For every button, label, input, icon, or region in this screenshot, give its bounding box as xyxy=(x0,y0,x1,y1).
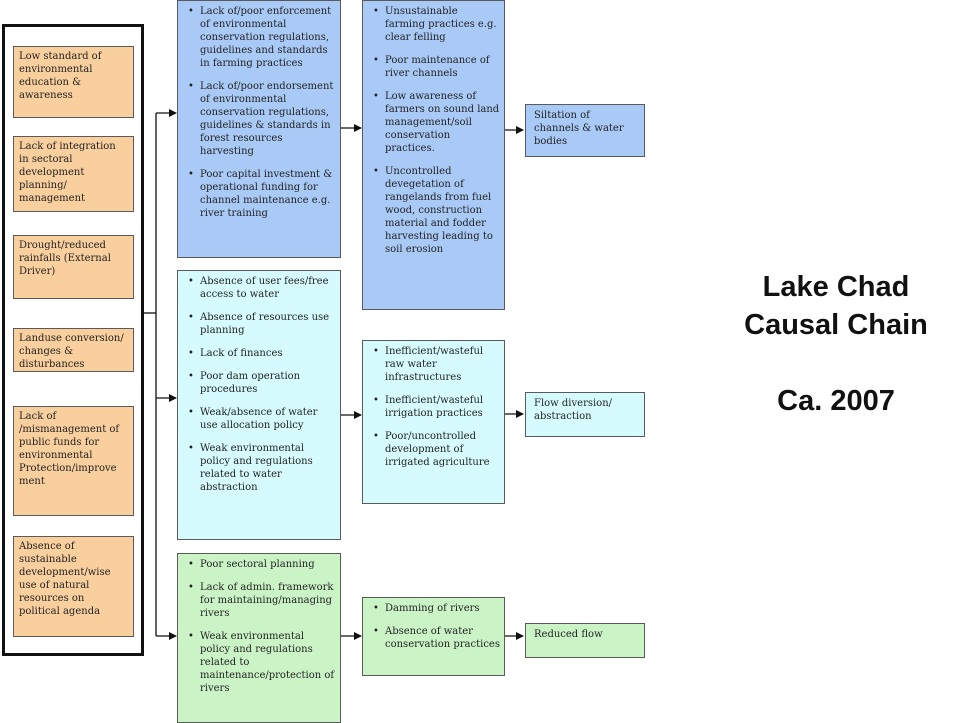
cause-item: Poor/uncontrolled development of irrigat… xyxy=(373,430,500,469)
title-line-2: Causal Chain xyxy=(744,309,928,341)
root-causes-frame xyxy=(2,24,144,656)
underlying-causes-group-2: Absence of user fees/free access to wate… xyxy=(177,270,341,540)
cause-item: Unsustainable farming practices e.g. cle… xyxy=(373,5,500,44)
cause-item: Absence of water conservation practices xyxy=(373,625,500,651)
cause-item: Weak/absence of water use allocation pol… xyxy=(188,406,336,432)
diagram-title: Lake Chad Causal Chain Ca. 2007 xyxy=(718,268,954,420)
cause-item: Lack of finances xyxy=(188,347,336,360)
title-line-1: Lake Chad xyxy=(762,271,910,303)
immediate-causes-group-3: Damming of rivers Absence of water conse… xyxy=(362,597,505,676)
impact-box: Siltation of channels & water bodies xyxy=(525,104,645,157)
cause-item: Uncontrolled devegetation of rangelands … xyxy=(373,165,500,256)
cause-item: Poor maintenance of river channels xyxy=(373,54,500,80)
underlying-causes-group-3: Poor sectoral planning Lack of admin. fr… xyxy=(177,553,341,723)
impact-box: Reduced flow xyxy=(525,623,645,658)
cause-item: Absence of resources use planning xyxy=(188,311,336,337)
root-cause-box: Drought/reduced rainfalls (External Driv… xyxy=(13,235,134,299)
root-cause-box: Low standard of environmental education … xyxy=(13,46,134,118)
root-cause-box: Lack of /mismanagement of public funds f… xyxy=(13,406,134,516)
impact-box: Flow diversion/ abstraction xyxy=(525,392,645,437)
cause-item: Low awareness of farmers on sound land m… xyxy=(373,90,500,155)
root-cause-box: Landuse conversion/ changes & disturbanc… xyxy=(13,328,134,372)
cause-item: Lack of/poor endorsement of environmenta… xyxy=(188,80,336,158)
root-cause-box: Absence of sustainable development/wise … xyxy=(13,536,134,637)
cause-item: Absence of user fees/free access to wate… xyxy=(188,275,336,301)
cause-item: Poor sectoral planning xyxy=(188,558,336,571)
underlying-causes-group-1: Lack of/poor enforcement of environmenta… xyxy=(177,0,341,258)
cause-item: Inefficient/wasteful irrigation practice… xyxy=(373,394,500,420)
immediate-causes-group-1: Unsustainable farming practices e.g. cle… xyxy=(362,0,505,310)
title-line-3: Ca. 2007 xyxy=(777,385,895,417)
immediate-causes-group-2: Inefficient/wasteful raw water infrastru… xyxy=(362,340,505,504)
cause-item: Lack of admin. framework for maintaining… xyxy=(188,581,336,620)
root-cause-box: Lack of integration in sectoral developm… xyxy=(13,136,134,212)
cause-item: Damming of rivers xyxy=(373,602,500,615)
cause-item: Poor capital investment & operational fu… xyxy=(188,168,336,220)
cause-item: Poor dam operation procedures xyxy=(188,370,336,396)
cause-item: Inefficient/wasteful raw water infrastru… xyxy=(373,345,500,384)
cause-item: Weak environmental policy and regulation… xyxy=(188,442,336,494)
cause-item: Weak environmental policy and regulation… xyxy=(188,630,336,695)
cause-item: Lack of/poor enforcement of environmenta… xyxy=(188,5,336,70)
